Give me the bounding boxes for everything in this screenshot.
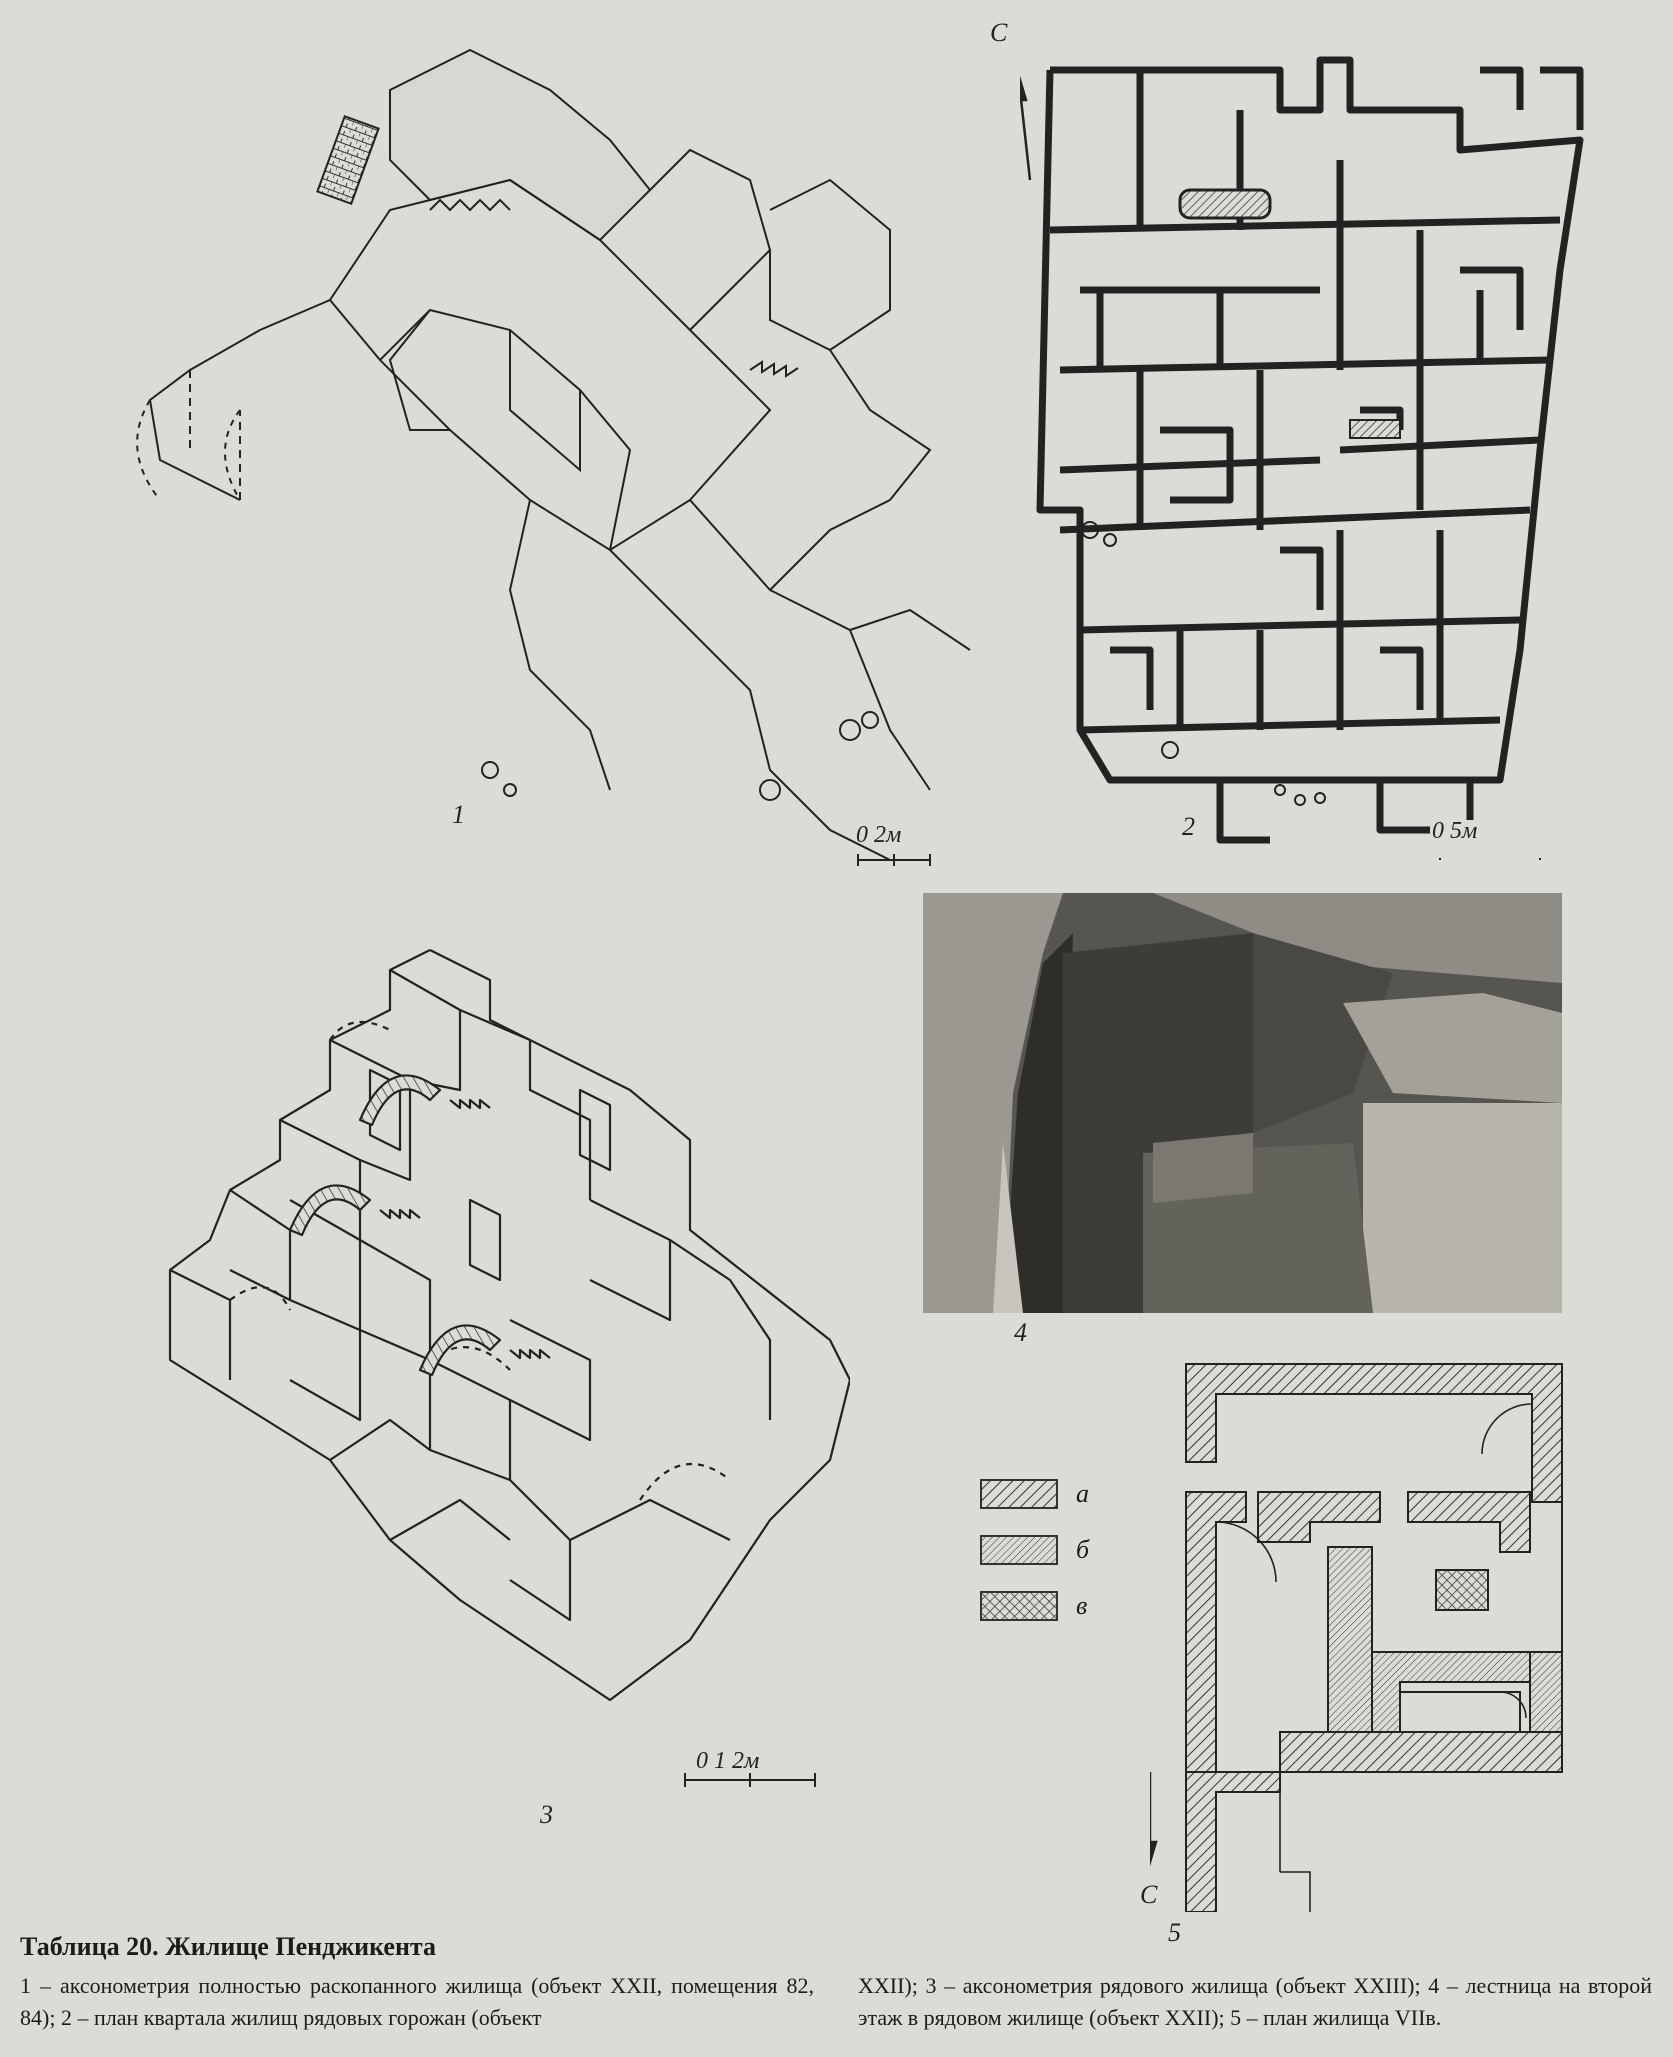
figure-4-photo [923,893,1562,1313]
legend-swatch-v [980,1591,1058,1621]
figure-3-scale: 0 1 2м [696,1748,760,1774]
caption-column-right: XXII); 3 – аксонометрия рядового жилища … [858,1970,1652,2034]
caption-body: 1 – аксонометрия полностью раскопанного … [20,1970,1652,2034]
legend-label-b: б [1076,1535,1090,1564]
legend-item-b: б [980,1528,1089,1572]
legend: а б в [980,1472,1089,1640]
legend-swatch-b [980,1535,1058,1565]
caption-left-text: 1 – аксонометрия полностью раскопанного … [20,1973,814,2030]
figure-1-axonometry [130,30,990,890]
legend-item-a: а [980,1472,1089,1516]
figure-2-plan [1020,30,1620,860]
figure-2-north-label: С [990,18,1008,47]
figure-5-plan [1150,1352,1580,1912]
figure-2-scale: 0 5м [1432,818,1478,844]
figure-5-north-label: С [1140,1880,1158,1909]
figure-4-number: 4 [1014,1318,1027,1347]
caption-title: Таблица 20. Жилище Пенджикента [20,1932,437,1961]
figure-1-number: 1 [452,800,465,829]
legend-item-v: в [980,1584,1089,1628]
legend-label-a: а [1076,1479,1089,1508]
caption-column-left: 1 – аксонометрия полностью раскопанного … [20,1970,814,2034]
figure-3-number: 3 [540,1800,553,1829]
legend-swatch-a [980,1479,1058,1509]
figure-2-number: 2 [1182,812,1195,841]
caption-right-text: XXII); 3 – аксонометрия рядового жилища … [858,1973,1652,2030]
legend-label-v: в [1076,1591,1088,1620]
figure-5-number: 5 [1168,1918,1181,1947]
figure-1-scale: 0 2м [856,822,902,848]
figure-3-axonometry [130,940,850,1800]
